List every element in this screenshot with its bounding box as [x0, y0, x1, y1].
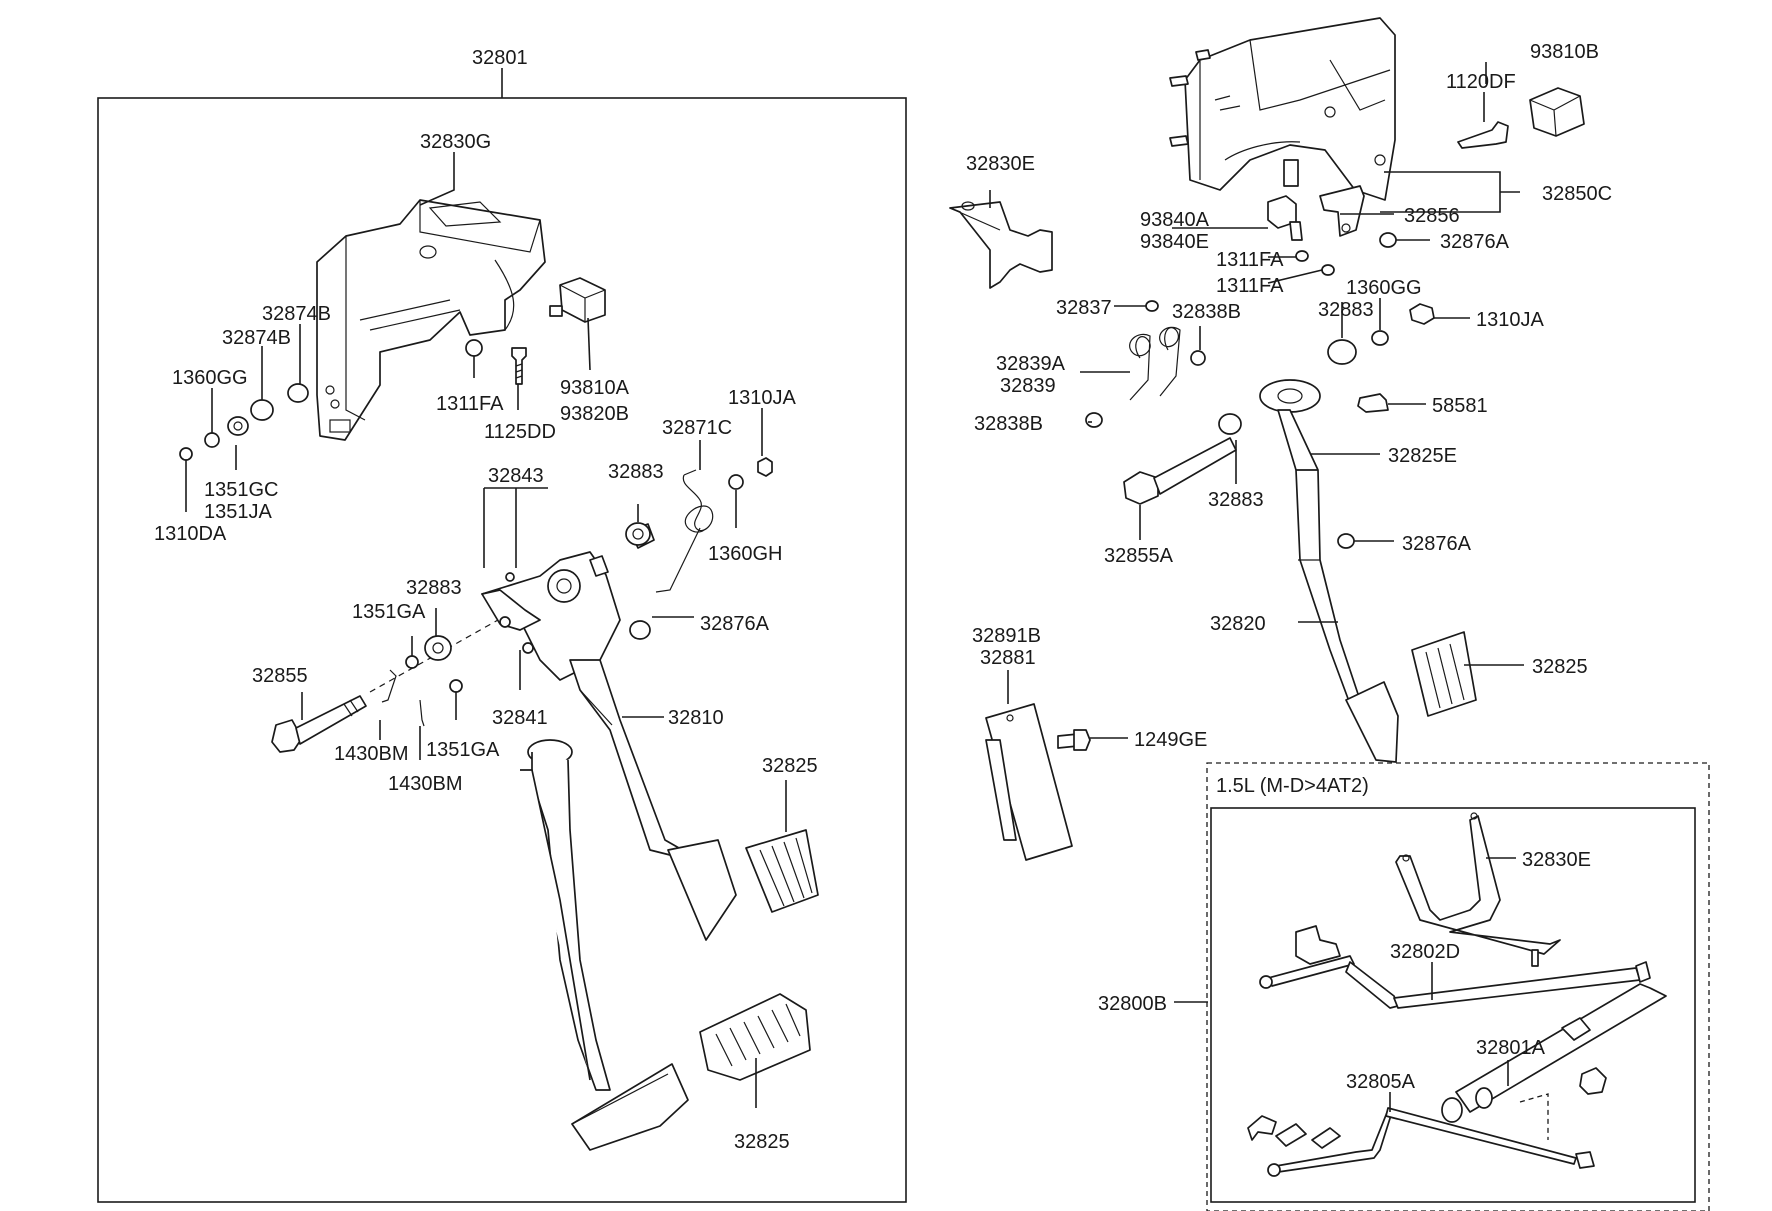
label-32830G: 32830G [420, 131, 491, 153]
label-1351JA: 1351JA [204, 501, 272, 523]
pad-32825-b-drawing [699, 993, 811, 1081]
pad-32891B-drawing [985, 703, 1073, 861]
bolt-32855-drawing [271, 619, 499, 753]
label-1311FA-c: 1311FA [1216, 275, 1284, 297]
bracket-32856-drawing [1319, 185, 1365, 237]
label-32883-c: 32883 [1318, 299, 1374, 321]
bolt-1120DF-drawing [1457, 121, 1509, 149]
sensor-93840A-drawing [1267, 159, 1303, 241]
label-32883-d: 32883 [1208, 489, 1264, 511]
leader-lines [185, 62, 1524, 1112]
label-93810A: 93810A [560, 377, 630, 399]
label-1351GA-a: 1351GA [352, 601, 426, 623]
label-93840E: 93840E [1140, 231, 1209, 253]
rod-32802D-drawing [1259, 925, 1651, 1009]
label-32876A-b: 32876A [1440, 231, 1510, 253]
variant-inner-frame [1210, 807, 1696, 1203]
label-58581: 58581 [1432, 395, 1488, 417]
label-32825-c: 32825 [1532, 656, 1588, 678]
label-32825-a: 32825 [762, 755, 818, 777]
label-32874B-a: 32874B [262, 303, 331, 325]
label-1360GH: 1360GH [708, 543, 783, 565]
label-1351GC: 1351GC [204, 479, 279, 501]
label-32825E: 32825E [1388, 445, 1457, 467]
label-1125DD: 1125DD [484, 421, 556, 443]
part-labels: 32801 32830G 32874B 32874B 1360GG 1311FA… [154, 41, 1612, 1153]
label-32801: 32801 [472, 47, 528, 69]
label-32838B-a: 32838B [1172, 301, 1241, 323]
springs-32839-drawing [1129, 326, 1181, 401]
label-32805A: 32805A [1346, 1071, 1416, 1093]
label-32871C: 32871C [662, 417, 732, 439]
shaft-32801A-drawing [1441, 983, 1667, 1140]
label-32883-b: 32883 [406, 577, 462, 599]
pin-58581-drawing [1357, 393, 1389, 413]
label-1311FA-b: 1311FA [1216, 249, 1284, 271]
label-32841: 32841 [492, 707, 548, 729]
label-32881: 32881 [980, 647, 1036, 669]
label-1360GG-b: 1360GG [1346, 277, 1422, 299]
label-93810B: 93810B [1530, 41, 1599, 63]
bracket-32850C-drawing [1169, 17, 1396, 201]
switch-93810B-drawing [1529, 87, 1585, 137]
label-1120DF: 1120DF [1446, 71, 1516, 93]
label-32820: 32820 [1210, 613, 1266, 635]
label-32850C: 32850C [1542, 183, 1612, 205]
label-32838B-b: 32838B [974, 413, 1043, 435]
screw-1249GE-drawing [1057, 729, 1091, 751]
pedal-32810-drawing [481, 551, 737, 941]
label-32830E-b: 32830E [1522, 849, 1591, 871]
pad-32825-c-drawing [1411, 631, 1477, 717]
label-32802D: 32802D [1390, 941, 1460, 963]
label-1310JA-b: 1310JA [1476, 309, 1544, 331]
label-32883-a: 32883 [608, 461, 664, 483]
label-32843: 32843 [488, 465, 544, 487]
label-32891B: 32891B [972, 625, 1041, 647]
label-1430BM-a: 1430BM [334, 743, 409, 765]
label-32876A-a: 32876A [700, 613, 770, 635]
label-93820B: 93820B [560, 403, 629, 425]
label-32855A: 32855A [1104, 545, 1174, 567]
label-32876A-c: 32876A [1402, 533, 1472, 555]
label-1360GG: 1360GG [172, 367, 248, 389]
brake-pedal-drawing [520, 739, 689, 1151]
switch-93810A-drawing [549, 277, 606, 323]
label-variant: 1.5L (M-D>4AT2) [1216, 775, 1369, 797]
label-32830E-a: 32830E [966, 153, 1035, 175]
label-1430BM-b: 1430BM [388, 773, 463, 795]
pedal-32820-drawing [1259, 379, 1399, 763]
rod-32805A-drawing [1247, 1107, 1595, 1177]
label-1311FA: 1311FA [436, 393, 504, 415]
label-32801A: 32801A [1476, 1037, 1546, 1059]
label-32856: 32856 [1404, 205, 1460, 227]
right-fasteners-drawing [1085, 232, 1435, 549]
variant-outer-dashed-frame [1206, 762, 1710, 1211]
label-1249GE: 1249GE [1134, 729, 1207, 751]
label-93840A: 93840A [1140, 209, 1210, 231]
spring-32871C-drawing [655, 469, 714, 593]
label-32839A: 32839A [996, 353, 1066, 375]
bracket-32830E-a-drawing [949, 201, 1053, 289]
bushing-32883-a-drawing [625, 522, 651, 546]
label-32837: 32837 [1056, 297, 1112, 319]
label-32874B-b: 32874B [222, 327, 291, 349]
pad-32825-a-drawing [745, 829, 819, 913]
label-32855: 32855 [252, 665, 308, 687]
bolt-32855A-drawing [1123, 437, 1237, 505]
label-32825-b: 32825 [734, 1131, 790, 1153]
label-32839: 32839 [1000, 375, 1056, 397]
bracket-32830E-b-drawing [1395, 812, 1561, 967]
label-1310JA: 1310JA [728, 387, 796, 409]
label-1310DA: 1310DA [154, 523, 227, 545]
bracket-32830G-drawing [316, 199, 546, 441]
label-32810: 32810 [668, 707, 724, 729]
label-1351GA-b: 1351GA [426, 739, 500, 761]
label-32800B: 32800B [1098, 993, 1167, 1015]
